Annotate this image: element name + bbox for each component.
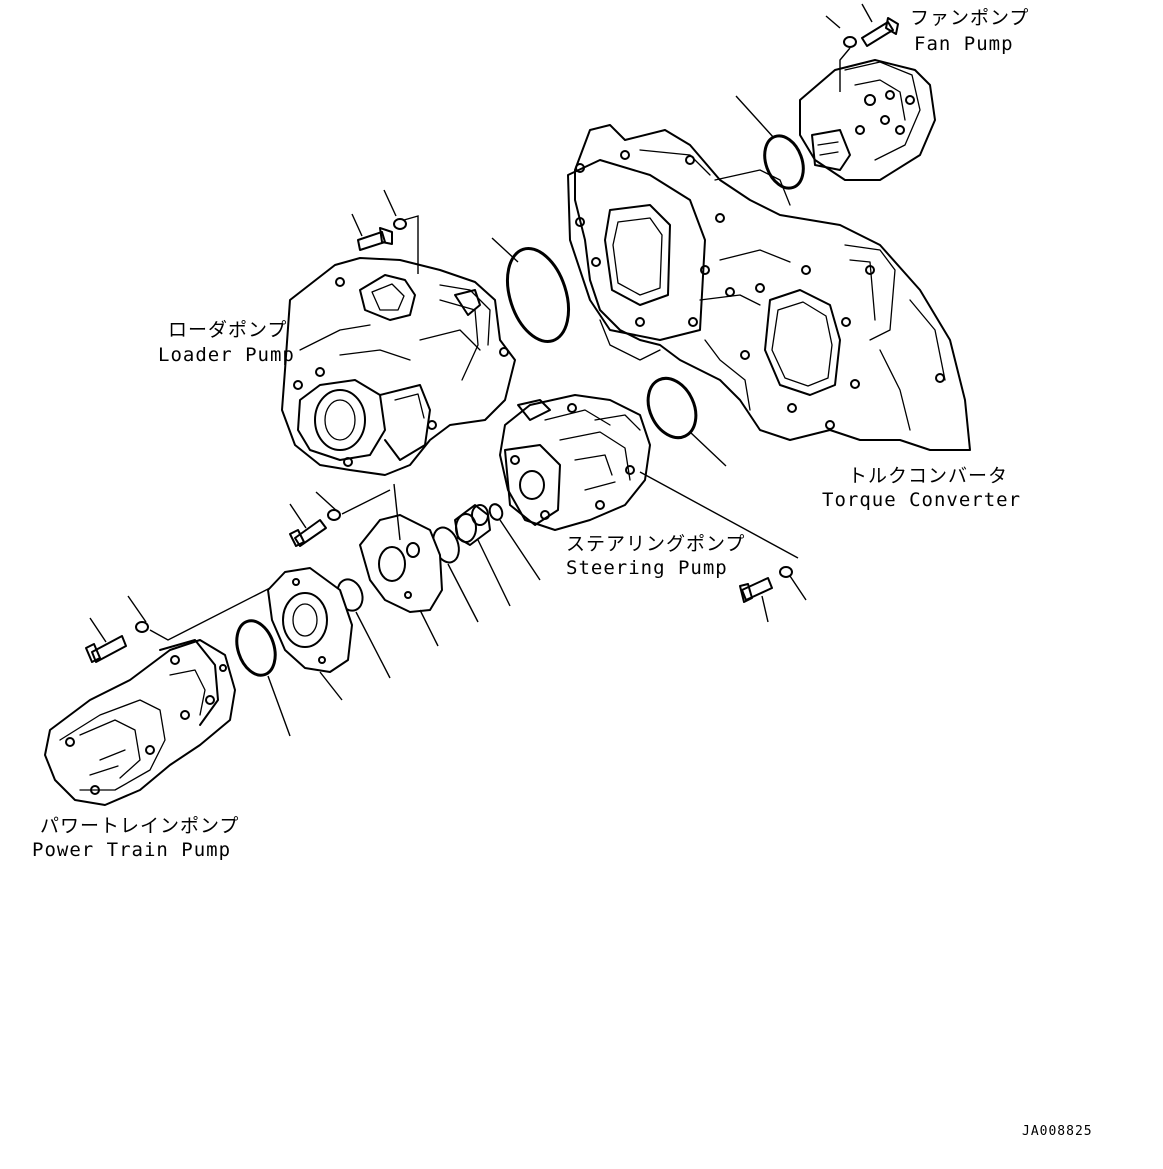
fan-pump-o-ring	[735, 95, 805, 190]
torque-converter-o-ring	[646, 376, 727, 467]
pump-flange	[267, 567, 353, 701]
fan-pump-label-en: Fan Pump	[914, 33, 1014, 55]
steering-pump-label-jp: ステアリングポンプ	[566, 533, 746, 555]
loader-pump-label-jp: ローダポンプ	[168, 319, 288, 341]
drawing-reference-number: JA008825	[1022, 1124, 1093, 1139]
power-train-pump	[44, 587, 271, 806]
steering-pump-label-en: Steering Pump	[566, 557, 728, 579]
power-train-pump-label-jp: パワートレインポンプ	[40, 815, 240, 837]
loader-pump	[281, 189, 516, 476]
steering-pump	[499, 394, 651, 531]
adapter-plate	[359, 483, 443, 647]
power-train-pump-label-en: Power Train Pump	[32, 839, 232, 861]
fan-pump	[799, 3, 936, 181]
steering-pump-small-o-ring	[488, 503, 541, 581]
spacer-bolt-set	[289, 489, 391, 547]
loader-pump-label-en: Loader Pump	[158, 344, 295, 366]
steering-pump-bolt-set	[639, 471, 807, 623]
torque-converter-label-jp: トルクコンバータ	[848, 465, 1009, 487]
sleeve-coupling	[454, 504, 511, 607]
flange-o-ring	[235, 619, 291, 737]
loader-pump-o-ring	[491, 237, 570, 343]
torque-converter-label-en: Torque Converter	[822, 489, 1022, 511]
torque-converter-housing	[567, 124, 971, 451]
fan-pump-label-jp: ファンポンプ	[910, 7, 1030, 29]
